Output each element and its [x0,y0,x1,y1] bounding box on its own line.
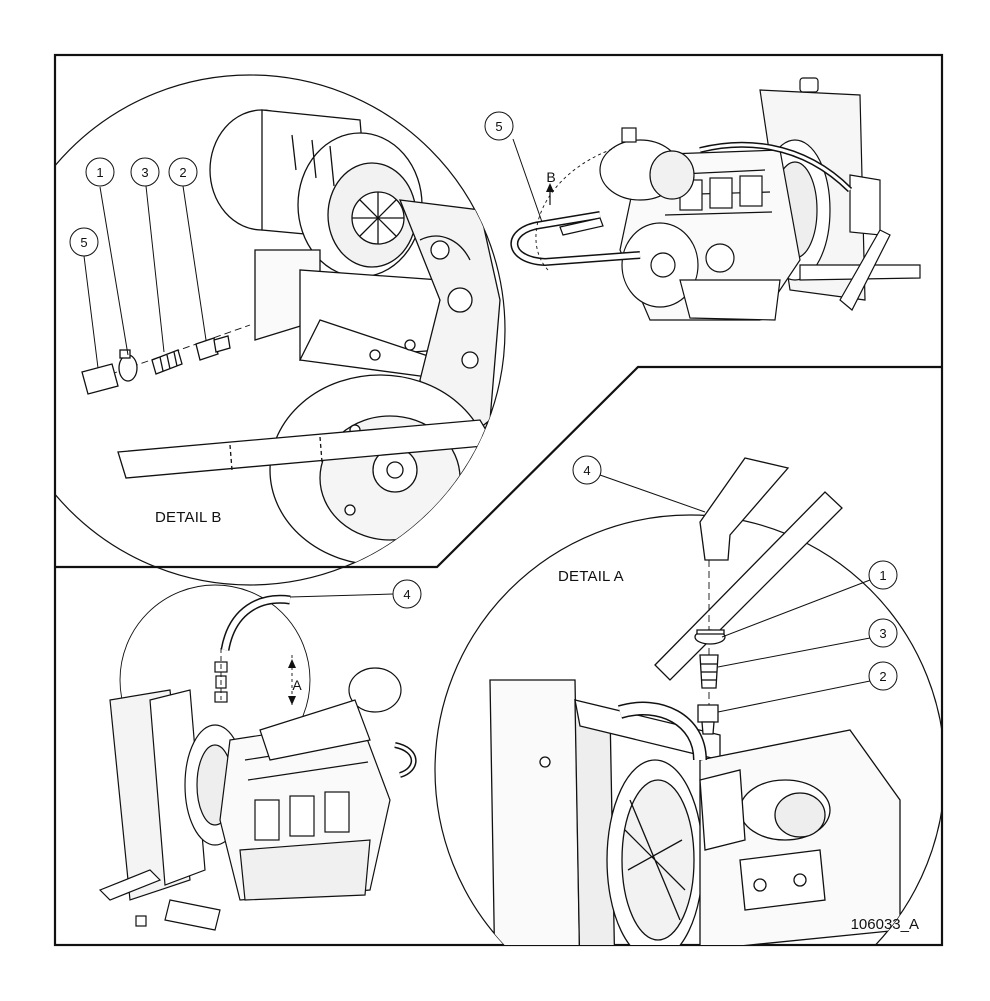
detail-a-view: 4 1 3 2 DETAIL A [434,455,942,945]
lower-hose [654,491,843,681]
callout-a-1: 1 [868,560,898,590]
view-b-marker: B [546,169,555,185]
svg-text:5: 5 [80,235,87,250]
callout-overview-a-4: 4 [392,579,422,609]
detail-b-label: DETAIL B [155,509,222,526]
hose-end-part [81,363,119,395]
barbed-fitting-part [699,654,719,689]
adapter-part [195,335,231,361]
callout-a-2: 2 [868,661,898,691]
svg-text:4: 4 [583,463,590,478]
svg-text:2: 2 [879,669,886,684]
svg-text:3: 3 [879,626,886,641]
detail-a-label: DETAIL A [558,568,624,585]
callout-overview-b-5: 5 [484,111,514,141]
detail-b-exploded-parts [81,324,251,395]
detail-b-leaders [83,185,207,369]
clamp-part [694,629,726,645]
overview-b-leader [512,138,543,223]
clamp-part [118,349,138,382]
detail-a-engine-section [489,679,901,945]
detail-a-hoses [654,457,843,681]
svg-text:2: 2 [179,165,186,180]
hose-part [699,457,790,561]
callout-a-4: 4 [572,455,602,485]
overview-a-leader [289,593,394,598]
detail-b-view: 1 3 2 5 DETAIL B [55,74,506,586]
svg-text:1: 1 [96,165,103,180]
adapter-part [697,704,719,735]
document-id: 106033_A [851,916,919,933]
detail-b-engine-section [117,109,501,566]
svg-text:4: 4 [403,587,410,602]
barbed-fitting-part [151,349,183,375]
detail-a-leaders [599,474,871,713]
overview-b-engine [510,77,921,321]
callout-a-3: 3 [868,618,898,648]
drawing-frame [53,53,944,947]
callout-b-5: 5 [69,227,99,257]
callout-b-1: 1 [85,157,115,187]
detail-a-exploded-parts [694,629,726,735]
overview-b-view: B 5 [484,77,921,321]
svg-text:5: 5 [495,119,502,134]
overview-a-engine [98,594,417,931]
callout-b-3: 3 [130,157,160,187]
overview-a-view: A 4 [98,579,422,931]
svg-text:1: 1 [879,568,886,583]
svg-text:3: 3 [141,165,148,180]
view-b-indicator-arc [535,147,616,271]
view-a-marker: A [292,677,302,693]
callout-b-2: 2 [168,157,198,187]
